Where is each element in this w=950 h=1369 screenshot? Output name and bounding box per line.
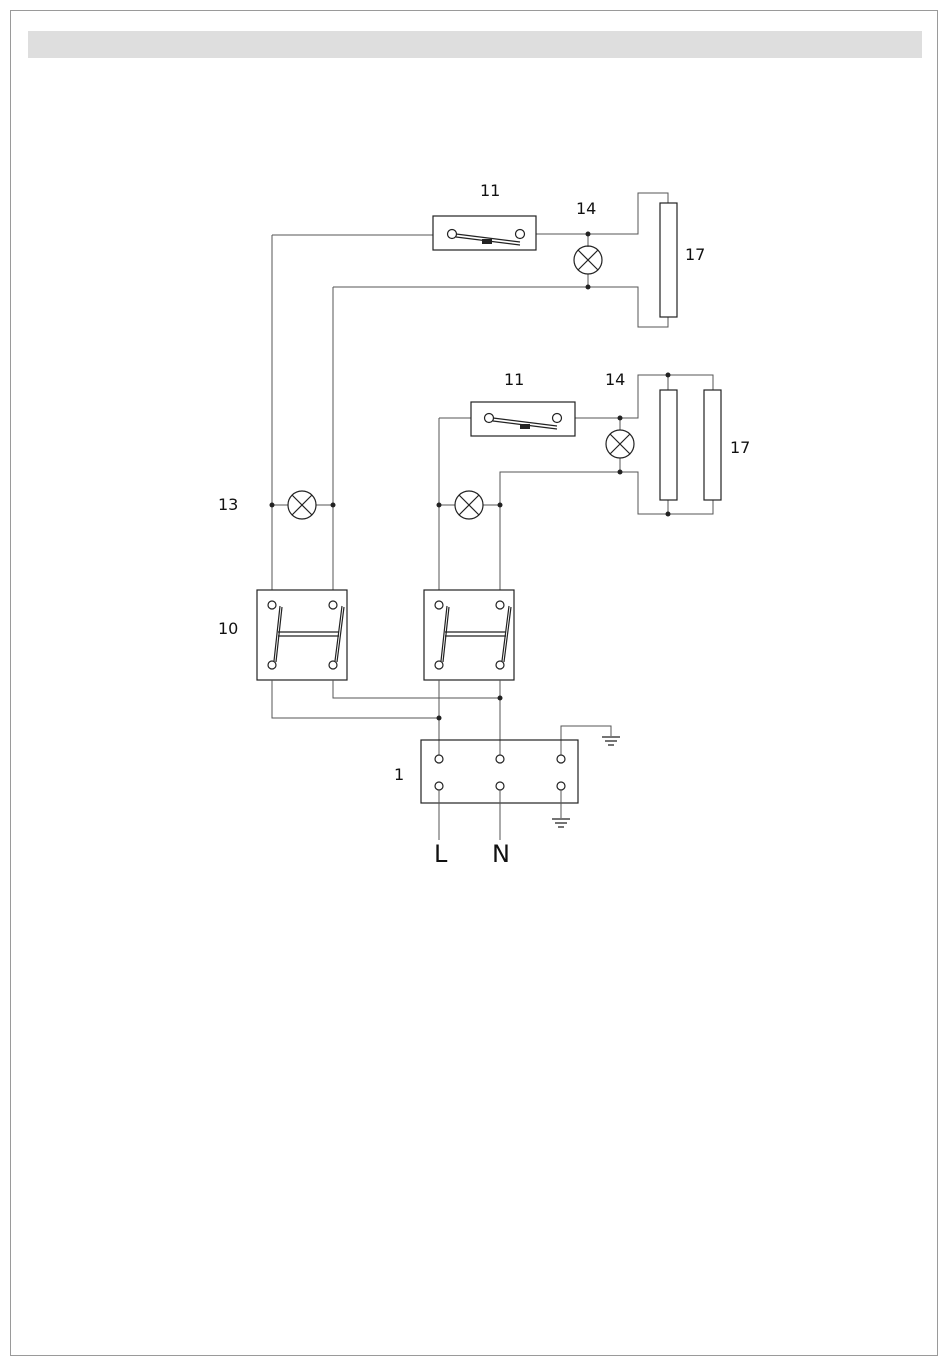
junction-dot (437, 503, 442, 508)
heating-element-mid-1 (660, 390, 677, 500)
junction-dot (498, 503, 503, 508)
junction-dot (437, 716, 442, 721)
heating-element-top (660, 203, 677, 317)
wire-element-top (620, 375, 713, 418)
indicator-lamp-left-icon (288, 491, 316, 519)
junction-dot (666, 373, 671, 378)
junction-dot (618, 470, 623, 475)
label-live: L (434, 840, 448, 868)
wire-top-return (333, 287, 668, 327)
wire-switch-left-neutral (333, 680, 500, 698)
label-indicator-lamps: 13 (218, 495, 238, 514)
junction-dot (331, 503, 336, 508)
junction-dot (270, 503, 275, 508)
switch-right (424, 590, 514, 680)
label-thermostat-top: 11 (480, 181, 500, 200)
thermostat-mid (471, 402, 575, 436)
wire-element-return (500, 472, 713, 590)
label-lamp-mid: 14 (605, 370, 625, 389)
label-neutral: N (492, 840, 510, 868)
junction-dot (666, 512, 671, 517)
junction-dot (586, 232, 591, 237)
indicator-lamps: 13 (218, 491, 503, 519)
heating-element-mid-2 (704, 390, 721, 500)
earth-bottom-icon (552, 819, 570, 827)
junction-dot (498, 696, 503, 701)
top-circuit: 11 14 17 (272, 181, 705, 590)
wire-switch-left-live (272, 680, 439, 718)
earth-top-icon (602, 737, 620, 745)
indicator-lamp-right-icon (455, 491, 483, 519)
middle-circuit: 11 14 17 (439, 370, 750, 590)
label-element-top: 17 (685, 245, 705, 264)
lamp-top-icon (574, 246, 602, 274)
supply-wiring (272, 680, 620, 755)
lamp-mid-icon (606, 430, 634, 458)
wire-top-right (536, 193, 668, 234)
label-thermostat-mid: 11 (504, 370, 524, 389)
label-terminal-block: 1 (394, 765, 404, 784)
thermostat-top (433, 216, 536, 250)
label-element-mid: 17 (730, 438, 750, 457)
label-lamp-top: 14 (576, 199, 596, 218)
switch-left (257, 590, 347, 680)
junction-dot (618, 416, 623, 421)
label-switches: 10 (218, 619, 238, 638)
junction-dot (586, 285, 591, 290)
